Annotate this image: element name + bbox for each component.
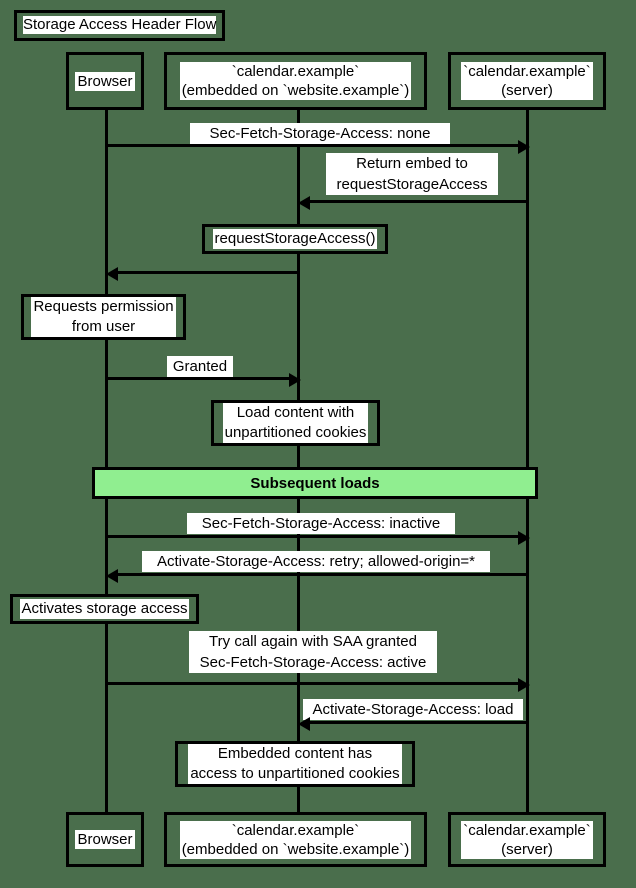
note-embedded-content-text: Embedded content has access to unpartiti… (188, 744, 402, 784)
participant-server-top-label: `calendar.example` (server) (461, 62, 593, 100)
note-requests-permission: Requests permission from user (21, 294, 186, 340)
participant-browser-bottom-label: Browser (75, 830, 135, 849)
note-load-content: Load content with unpartitioned cookies (211, 400, 380, 446)
message-arrow-7 (106, 682, 520, 685)
note-activates-storage-access: Activates storage access (10, 594, 199, 624)
arrow-head-right-7 (518, 678, 530, 692)
participant-embed-bottom[interactable]: `calendar.example` (embedded on `website… (164, 812, 427, 867)
arrow-head-left-3 (106, 267, 118, 281)
message-label-4: Granted (167, 356, 233, 377)
message-arrow-4 (106, 377, 291, 380)
participant-embed-bottom-label: `calendar.example` (embedded on `website… (179, 820, 412, 859)
note-activates-storage-access-text: Activates storage access (19, 599, 190, 619)
participant-server-top[interactable]: `calendar.example` (server) (448, 52, 606, 110)
message-label-6: Activate-Storage-Access: retry; allowed-… (142, 551, 490, 572)
arrow-head-left-8 (298, 717, 310, 731)
diagram-title-label: Storage Access Header Flow (23, 16, 217, 34)
diagram-title: Storage Access Header Flow (14, 10, 226, 41)
message-arrow-6 (114, 573, 527, 576)
divider-subsequent-loads: Subsequent loads (92, 467, 538, 499)
message-label-2: Return embed to requestStorageAccess (326, 153, 498, 195)
arrow-head-right-5 (518, 531, 530, 545)
participant-browser-top-label: Browser (75, 71, 135, 91)
message-label-1: Sec-Fetch-Storage-Access: none (190, 123, 450, 144)
note-load-content-text: Load content with unpartitioned cookies (222, 403, 369, 443)
participant-server-bottom-label: `calendar.example` (server) (461, 820, 593, 859)
arrow-head-right-1 (518, 140, 530, 154)
participant-server-bottom[interactable]: `calendar.example` (server) (448, 812, 606, 867)
message-arrow-2 (306, 200, 527, 203)
message-arrow-1 (106, 144, 520, 147)
participant-embed-top-label: `calendar.example` (embedded on `website… (179, 62, 412, 100)
participant-embed-top[interactable]: `calendar.example` (embedded on `website… (164, 52, 427, 110)
arrow-head-right-4 (289, 373, 301, 387)
note-embedded-content: Embedded content has access to unpartiti… (175, 741, 415, 787)
divider-subsequent-loads-label: Subsequent loads (250, 474, 380, 492)
message-arrow-8 (306, 721, 527, 724)
note-request-storage-access: requestStorageAccess() (202, 224, 388, 254)
arrow-head-left-6 (106, 569, 118, 583)
participant-browser-top[interactable]: Browser (66, 52, 144, 110)
message-arrow-5 (106, 535, 520, 538)
participant-browser-bottom[interactable]: Browser (66, 812, 144, 867)
message-label-7: Try call again with SAA granted Sec-Fetc… (189, 631, 437, 673)
message-label-8: Activate-Storage-Access: load (303, 699, 523, 720)
note-requests-permission-text: Requests permission from user (31, 297, 176, 337)
note-request-storage-access-text: requestStorageAccess() (212, 229, 378, 249)
message-arrow-3 (114, 271, 299, 274)
arrow-head-left-2 (298, 196, 310, 210)
message-label-5: Sec-Fetch-Storage-Access: inactive (187, 513, 455, 534)
